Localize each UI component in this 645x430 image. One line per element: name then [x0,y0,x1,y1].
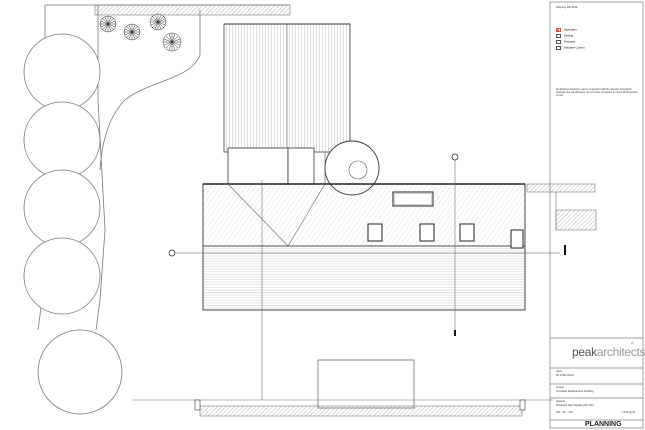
section-markers [168,153,459,336]
legend-swatch-icon [556,40,561,44]
rooflights [367,191,524,249]
project-value: Proposed Replacement Dwelling [556,390,594,393]
status-stamp: PLANNING [585,421,622,428]
link-block-right [287,147,315,185]
company-logo: peakarchitects [572,345,645,359]
legend-application-swatch [556,29,559,32]
legend-label: Proposed [564,40,576,44]
main-roof-upper [202,183,526,247]
east-wall [526,183,596,193]
drawing-title: Proposed New Dwelling GF Plan [556,404,594,407]
legend-swatch-icon [556,28,561,32]
project-label: project [556,386,564,389]
logo-architects: architects [596,345,645,359]
drawing-number: P01 - PL - 104 [556,411,573,414]
hedge-top [94,4,291,16]
gate-post-right [519,399,526,411]
drawing-notes: All drawings should be read in conjuncti… [556,88,638,97]
drawing-label: drawing [556,400,566,403]
gate-post-left [194,399,201,411]
outbuilding [317,359,415,409]
legend-item-existing: Existing [556,34,573,38]
notes-header: Planning Ref 2019 [556,6,578,9]
legend-item-context: Indicative Context [556,46,585,50]
legend-swatch-icon [556,46,561,50]
legend-item-proposed: Proposed [556,40,575,44]
stair-tower-inner [348,160,368,180]
legend-label: Indicative Context [564,46,585,50]
legend-label: Existing [564,34,574,38]
drawing-scale: 1:100 @ A1 [622,411,636,414]
legend-swatch-icon [556,34,561,38]
main-roof-lower [202,245,526,311]
link-block-left [227,147,289,185]
logo-mark-icon: ^ [631,342,634,348]
east-planter [555,209,597,231]
logo-peak: peak [572,345,597,359]
title-block [549,1,644,429]
client-value: Mr & Mrs Client [556,374,574,377]
legend-item-application: Application [556,28,577,32]
client-label: client [556,370,563,373]
legend-label: Application [564,28,577,32]
shrubs [99,13,182,52]
boundary-wall-south [199,405,523,417]
trees [23,33,123,415]
